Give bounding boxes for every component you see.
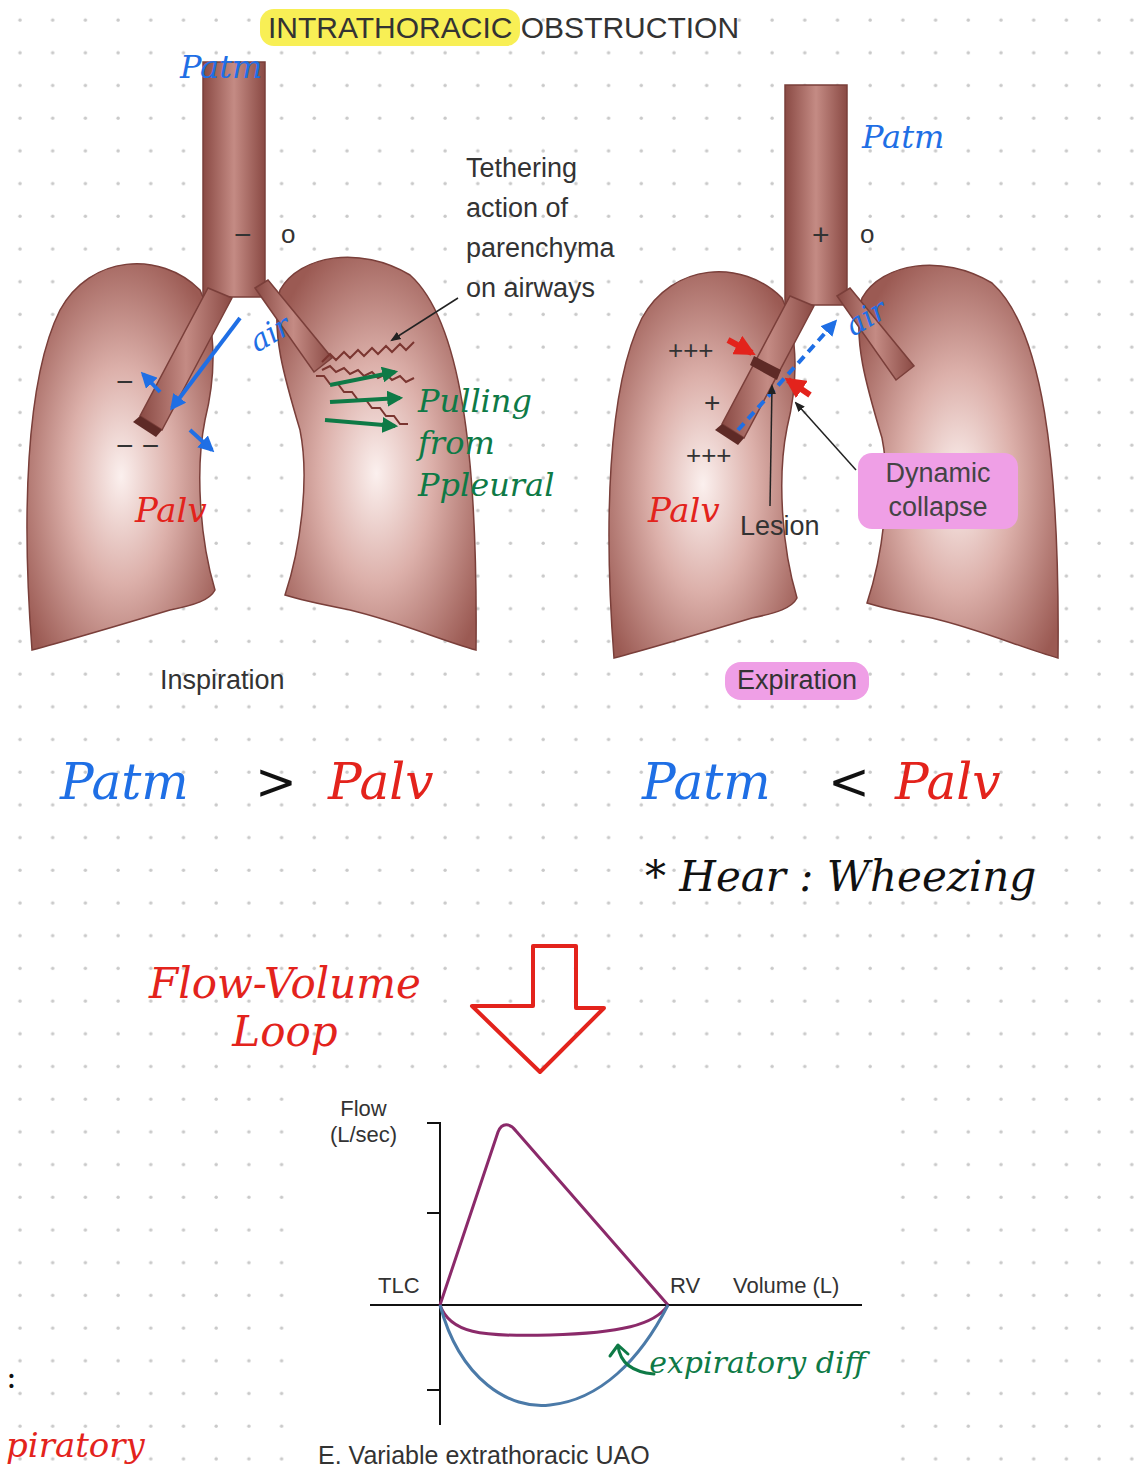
sign-label: − <box>234 217 252 253</box>
phase-label: Inspiration <box>160 664 285 696</box>
airflow-arrow <box>738 322 835 430</box>
pressure-label: Palv <box>135 490 207 531</box>
annotation-text: expiratory diff <box>640 1345 875 1381</box>
bronchus <box>837 288 914 380</box>
sign-label: +++ <box>686 440 732 471</box>
sign-label: − <box>116 364 134 400</box>
axis-label: RV <box>670 1273 700 1299</box>
chart-ground <box>300 1090 890 1476</box>
airflow-arrow <box>172 318 240 408</box>
pressure-label: Patm <box>862 118 944 156</box>
part-label: Lesion <box>740 510 820 542</box>
highlight-band: Dynamic collapse <box>858 453 1018 529</box>
caption-text: E. Variable extrathoracic UAO <box>318 1440 650 1470</box>
highlight-band: Expiration <box>725 662 869 700</box>
sign-label: + <box>812 217 830 253</box>
x-axis <box>370 1304 862 1306</box>
airflow-arrow <box>143 374 160 392</box>
axis-tick <box>427 1389 440 1391</box>
compression-arrow <box>788 380 810 395</box>
lung-lobe <box>27 264 215 650</box>
pressure-label: Patm <box>180 48 262 86</box>
note-text: piratory <box>6 1425 145 1466</box>
pulling-arrow <box>330 372 395 385</box>
normal-inspiratory-curve <box>440 1305 668 1406</box>
title: INTRATHORACIC OBSTRUCTION <box>268 10 739 46</box>
pulling-arrow <box>330 398 400 402</box>
sign-label: +++ <box>668 335 714 366</box>
tethering-fiber <box>322 366 414 382</box>
axis-label: Volume (L) <box>733 1273 839 1299</box>
trachea <box>203 62 265 297</box>
annotation-arrow <box>610 1345 654 1374</box>
comparison-sign: < <box>828 752 870 812</box>
axis-tick <box>427 1122 440 1124</box>
pressure-label: Patm <box>642 752 771 812</box>
note-text: : <box>6 1358 17 1396</box>
expiratory-curve <box>440 1125 668 1305</box>
sign-label: − − <box>116 428 159 464</box>
lung-lobe <box>609 272 797 658</box>
airflow-arrow <box>190 430 212 450</box>
lung-illustration <box>27 62 476 650</box>
bronchus <box>140 288 232 430</box>
tethering-fiber <box>322 342 414 362</box>
compression-arrow <box>728 340 752 353</box>
node-text: Expiration <box>737 664 857 698</box>
leader-line <box>770 386 772 506</box>
lesion <box>750 356 781 380</box>
bronchus <box>722 296 814 438</box>
note-text: Flow-Volume Loop <box>125 960 445 1056</box>
down-arrow <box>472 946 604 1072</box>
pressure-label: Palv <box>648 490 720 531</box>
comparison-sign: > <box>255 752 297 812</box>
axis-label: Flow (L/sec) <box>316 1096 411 1148</box>
y-axis <box>439 1122 441 1425</box>
pressure-label: Palv <box>328 752 433 812</box>
leader-line <box>796 403 856 470</box>
leader-line <box>392 298 458 340</box>
inspiratory-curve <box>440 1305 668 1335</box>
sign-label: o <box>860 219 874 250</box>
sign-label: + <box>704 386 720 420</box>
axis-tick <box>427 1212 440 1214</box>
axis-label: TLC <box>378 1273 420 1299</box>
node-text: Dynamic collapse <box>868 457 1008 525</box>
sign-label: o <box>281 219 295 250</box>
annotation-text: Pulling from Ppleural <box>418 380 583 506</box>
note-text: * Hear : Wheezing <box>645 852 1036 902</box>
lung-illustration <box>609 85 1058 658</box>
trachea <box>785 85 847 305</box>
pressure-label: Palv <box>895 752 1000 812</box>
pulling-arrow <box>325 420 395 426</box>
pressure-label: Patm <box>60 752 189 812</box>
annotation-text: Tethering action of parenchyma on airway… <box>466 148 646 308</box>
